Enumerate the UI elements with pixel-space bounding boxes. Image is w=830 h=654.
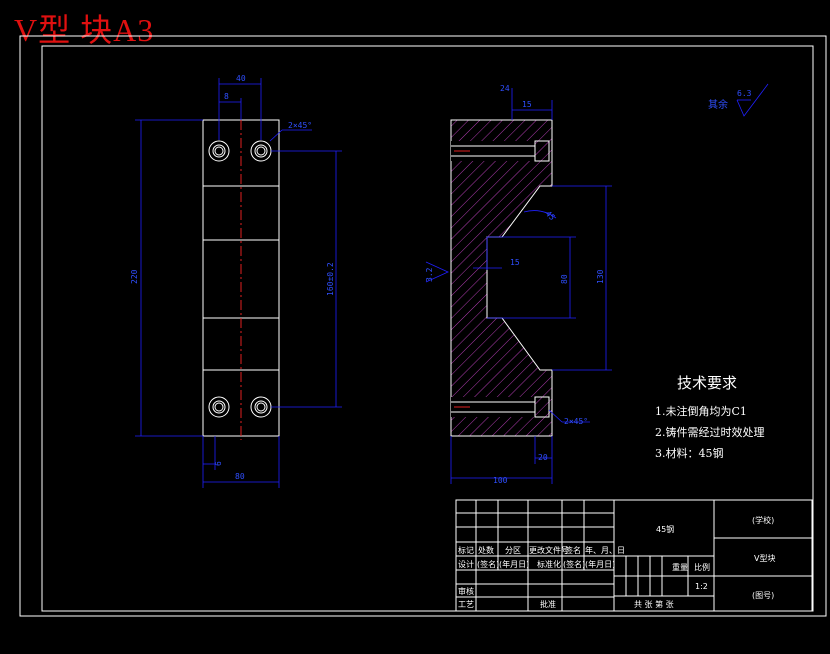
dim-side-20: 20 bbox=[538, 453, 548, 462]
tb-sheets: 共 张 第 张 bbox=[634, 599, 674, 609]
roughness-label: 其余 bbox=[708, 98, 728, 111]
tb-design: 设计 bbox=[458, 559, 474, 569]
tb-h-count: 处数 bbox=[478, 545, 494, 555]
title-block bbox=[455, 499, 813, 612]
dim-side-130: 130 bbox=[596, 269, 605, 284]
dim-width-80: 80 bbox=[235, 472, 245, 481]
dim-chamfer-bottom: 2×45° bbox=[564, 417, 588, 426]
front-view: 40 8 2×45° 220 160±0.2 80 6 bbox=[130, 74, 342, 488]
tb-std: 标准化 bbox=[537, 559, 561, 569]
roughness-symbol-left bbox=[425, 261, 449, 283]
tb-process: 工艺 bbox=[458, 600, 474, 609]
tb-approve: 批准 bbox=[540, 599, 556, 609]
tb-h-zone: 分区 bbox=[505, 546, 521, 555]
tb-scale: 1:2 bbox=[695, 582, 708, 591]
roughness-value: 6.3 bbox=[737, 89, 752, 98]
tb-sig: (签名) bbox=[477, 559, 499, 569]
drawing-watermark: V型 块A3 bbox=[14, 12, 155, 48]
tb-scale-label: 比例 bbox=[694, 562, 710, 572]
dim-top-8: 8 bbox=[224, 92, 229, 101]
roughness-note bbox=[736, 83, 769, 117]
dim-side-24: 24 bbox=[500, 84, 510, 93]
tb-sig2: (签名) bbox=[563, 559, 585, 569]
tb-h-mark: 标记 bbox=[458, 545, 474, 555]
inner-border bbox=[41, 45, 814, 612]
dim-height-220: 220 bbox=[130, 269, 139, 284]
tech-title: 技术要求 bbox=[677, 374, 737, 392]
counterbore-hole-bottom-right bbox=[250, 396, 272, 418]
tb-h-date: 年、月、日 bbox=[585, 545, 625, 555]
tb-ymd2: (年月日) bbox=[585, 559, 615, 569]
side-section-view: 24 15 15 80 130 100 20 2×45° 45 3.2 bbox=[425, 84, 612, 485]
dim-hole-spacing: 160±0.2 bbox=[326, 262, 335, 296]
tb-review: 审核 bbox=[458, 586, 474, 596]
dim-side-100: 100 bbox=[493, 476, 508, 485]
tb-weight-label: 重量 bbox=[672, 562, 688, 572]
tb-part-name: V型块 bbox=[754, 553, 775, 563]
tb-drawing-no: (图号) bbox=[752, 591, 774, 600]
dim-side-15b: 15 bbox=[510, 258, 520, 267]
side-counterbore-bottom bbox=[451, 396, 550, 418]
tb-h-doc: 更改文件号 bbox=[529, 545, 569, 555]
tech-item-3: 3.材料：45钢 bbox=[655, 446, 724, 460]
counterbore-hole-bottom-left bbox=[208, 396, 230, 418]
outer-border bbox=[19, 35, 827, 617]
tech-item-2: 2.铸件需经过时效处理 bbox=[655, 425, 765, 439]
dim-top-40: 40 bbox=[236, 74, 246, 83]
dim-side-15: 15 bbox=[522, 100, 532, 109]
dim-bottom-6: 6 bbox=[214, 461, 223, 466]
dim-chamfer-top-left: 2×45° bbox=[288, 121, 312, 130]
tb-school: (学校) bbox=[752, 515, 774, 525]
tb-h-sign: 签名 bbox=[565, 545, 581, 555]
tb-material: 45钢 bbox=[656, 524, 674, 534]
roughness-value-left: 3.2 bbox=[425, 267, 434, 282]
counterbore-hole-top-right bbox=[250, 140, 272, 162]
tb-ymd: (年月日) bbox=[499, 559, 529, 569]
counterbore-hole-top-left bbox=[208, 140, 230, 162]
tech-item-1: 1.未注倒角均为C1 bbox=[655, 404, 747, 418]
dim-side-80: 80 bbox=[560, 274, 569, 284]
side-counterbore-top bbox=[451, 140, 550, 162]
